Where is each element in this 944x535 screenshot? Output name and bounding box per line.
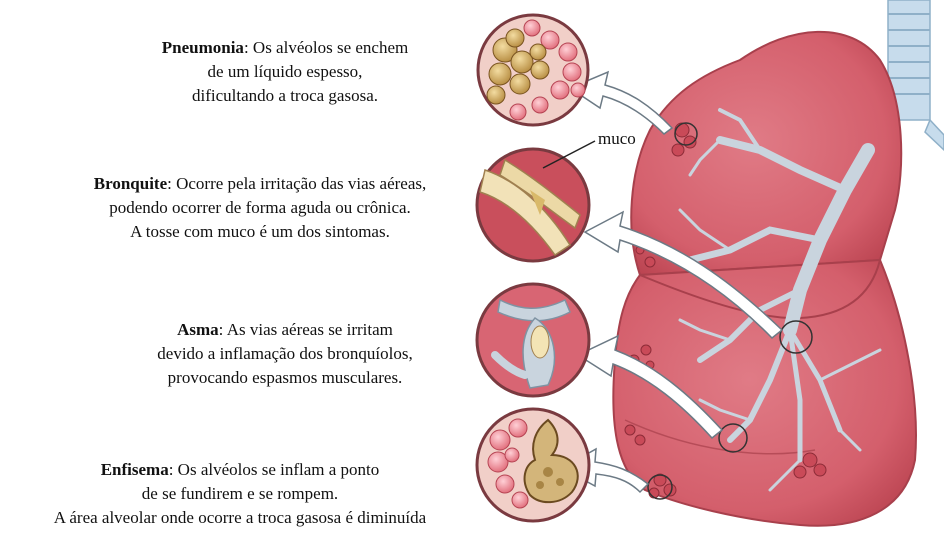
caption-bronquite: Bronquite: Ocorre pela irritação das via…	[30, 172, 490, 244]
bronquite-term: Bronquite	[94, 174, 167, 193]
enfisema-inset	[477, 409, 589, 521]
caption-asma: Asma: As vias aéreas se irritam devido a…	[100, 318, 470, 390]
bronquite-text-3: A tosse com muco é um dos sintomas.	[30, 220, 490, 244]
bronquite-text-1: : Ocorre pela irritação das vias aéreas,	[167, 174, 426, 193]
pneumonia-text-3: dificultando a troca gasosa.	[100, 84, 470, 108]
bronquite-inset	[477, 149, 589, 261]
asma-term: Asma	[177, 320, 219, 339]
lung-shape	[613, 32, 916, 526]
enfisema-term: Enfisema	[101, 460, 169, 479]
pneumonia-text-1: : Os alvéolos se enchem	[244, 38, 408, 57]
bronquite-text-2: podendo ocorrer de forma aguda ou crônic…	[30, 196, 490, 220]
pneumonia-term: Pneumonia	[162, 38, 244, 57]
muco-label: muco	[598, 129, 636, 149]
enfisema-text-1: : Os alvéolos se inflam a ponto	[169, 460, 380, 479]
pneumonia-text-2: de um líquido espesso,	[100, 60, 470, 84]
asma-text-1: : As vias aéreas se irritam	[219, 320, 393, 339]
enfisema-text-2: de se fundirem e se rompem.	[5, 482, 475, 506]
caption-enfisema: Enfisema: Os alvéolos se inflam a ponto …	[5, 458, 475, 530]
asma-text-2: devido a inflamação dos bronquíolos,	[100, 342, 470, 366]
pneumonia-inset	[478, 15, 588, 125]
asma-text-3: provocando espasmos musculares.	[100, 366, 470, 390]
asma-inset	[477, 284, 589, 396]
enfisema-text-3: A área alveolar onde ocorre a troca gaso…	[5, 506, 475, 530]
caption-pneumonia: Pneumonia: Os alvéolos se enchem de um l…	[100, 36, 470, 108]
